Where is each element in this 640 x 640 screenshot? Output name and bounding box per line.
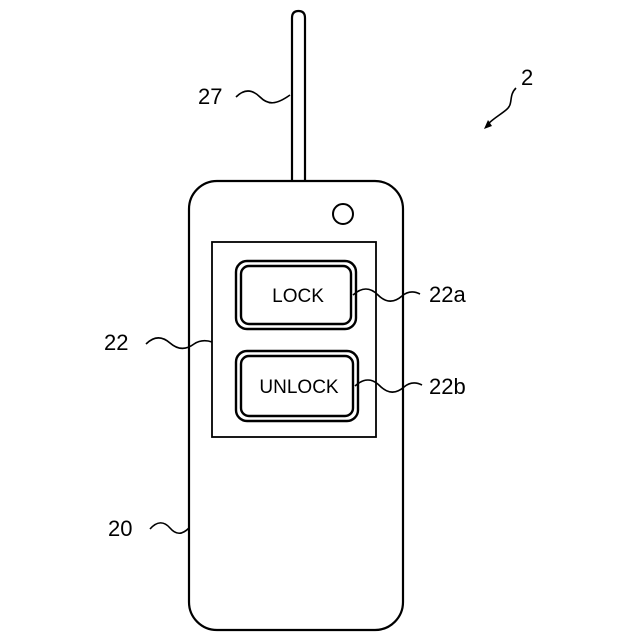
ref-label-22b: 22b [429,374,466,399]
ref-label-27: 27 [198,84,222,109]
unlock-button[interactable]: UNLOCK [236,351,358,421]
leader-line-20 [150,523,189,533]
indicator-led [333,204,353,224]
ref-label-20: 20 [108,516,132,541]
lock-button-label: LOCK [272,286,324,307]
leader-arrow-2 [488,88,516,124]
antenna [292,11,305,182]
leader-line-27 [236,91,290,103]
lock-button[interactable]: LOCK [236,261,356,329]
ref-label-22a: 22a [429,282,466,307]
ref-label-2: 2 [521,65,533,90]
ref-label-22: 22 [104,330,128,355]
unlock-button-label: UNLOCK [259,377,339,398]
